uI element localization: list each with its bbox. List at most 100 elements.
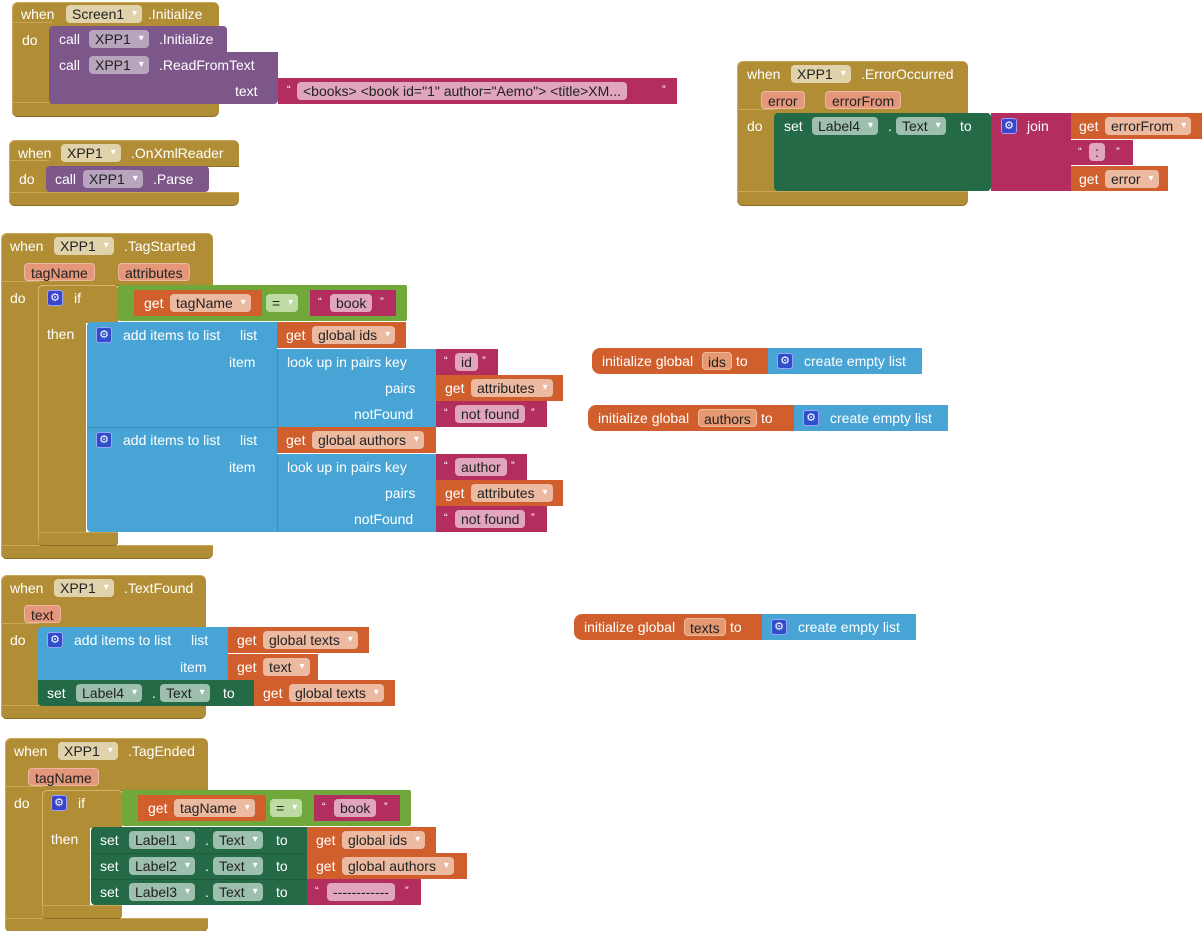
create-empty-list[interactable]: ⚙ create empty list	[768, 348, 922, 374]
compare-block[interactable]: get tagName = “ book ”	[118, 285, 407, 321]
add-items-to-list-ids[interactable]: ⚙ add items to list list item	[87, 322, 277, 427]
init-global-texts[interactable]: initialize global texts to ⚙ create empt…	[574, 614, 916, 640]
operator-dropdown[interactable]: =	[270, 799, 303, 817]
lookup-in-pairs-author[interactable]: look up in pairs key pairs notFound	[277, 454, 436, 532]
if-block[interactable]: ⚙ if then	[42, 790, 122, 918]
text-literal-xml[interactable]: “ <books> <book id="1" author="Aemo"> <t…	[278, 78, 677, 104]
variable-dropdown[interactable]: global ids	[342, 831, 426, 849]
text-field[interactable]: book	[334, 799, 377, 817]
text-literal-colon[interactable]: “ : ”	[1071, 140, 1133, 165]
component-dropdown[interactable]: XPP1	[61, 144, 121, 162]
component-dropdown[interactable]: XPP1	[89, 30, 149, 48]
component-dropdown[interactable]: Label4	[76, 684, 143, 702]
call-xpp1-parse[interactable]: call XPP1 .Parse	[46, 166, 209, 192]
get-attributes[interactable]: get attributes	[436, 375, 563, 401]
text-field[interactable]: id	[455, 353, 478, 371]
variable-dropdown[interactable]: global authors	[342, 857, 454, 875]
param-tagname[interactable]: tagName	[28, 768, 99, 786]
mutator-gear-icon[interactable]: ⚙	[777, 353, 793, 369]
text-field[interactable]: book	[330, 294, 373, 312]
mutator-gear-icon[interactable]: ⚙	[51, 795, 67, 811]
text-field[interactable]: not found	[455, 405, 526, 423]
component-dropdown[interactable]: XPP1	[791, 65, 851, 83]
if-block[interactable]: ⚙ if then	[38, 285, 118, 545]
param-tagname[interactable]: tagName	[24, 263, 95, 281]
create-empty-list[interactable]: ⚙ create empty list	[762, 614, 916, 640]
property-dropdown[interactable]: Text	[213, 857, 263, 875]
global-name-field[interactable]: ids	[702, 352, 732, 370]
param-attributes[interactable]: attributes	[118, 263, 190, 281]
add-items-to-list-authors[interactable]: ⚙ add items to list list item	[87, 427, 277, 532]
init-global-authors[interactable]: initialize global authors to ⚙ create em…	[588, 405, 948, 431]
variable-dropdown[interactable]: attributes	[471, 379, 553, 397]
mutator-gear-icon[interactable]: ⚙	[803, 410, 819, 426]
set-label4-text[interactable]: set Label4 . Text to	[774, 113, 991, 191]
create-empty-list[interactable]: ⚙ create empty list	[794, 405, 948, 431]
add-items-to-list-texts[interactable]: ⚙ add items to list list item	[38, 627, 228, 680]
variable-dropdown[interactable]: tagName	[170, 294, 251, 312]
param-text[interactable]: text	[24, 605, 61, 623]
compare-block[interactable]: get tagName = “ book ”	[122, 790, 411, 826]
property-dropdown[interactable]: Text	[896, 117, 946, 135]
text-literal-dashes[interactable]: “ ------------ ”	[307, 879, 421, 905]
property-dropdown[interactable]: Text	[213, 883, 263, 901]
call-xpp1-initialize[interactable]: call XPP1 .Initialize	[49, 26, 227, 52]
variable-dropdown[interactable]: error	[1105, 170, 1159, 188]
get-tagname[interactable]: get tagName	[134, 290, 262, 316]
text-field[interactable]: ------------	[327, 883, 395, 901]
variable-dropdown[interactable]: global texts	[289, 684, 384, 702]
text-literal-book[interactable]: “ book ”	[314, 795, 400, 821]
mutator-gear-icon[interactable]: ⚙	[771, 619, 787, 635]
event-screen1-initialize[interactable]: when Screen1 .Initialize do	[12, 2, 219, 116]
set-label2-text[interactable]: set Label2 . Text to	[91, 853, 307, 879]
component-dropdown[interactable]: Label3	[129, 883, 196, 901]
variable-dropdown[interactable]: global authors	[312, 431, 424, 449]
component-dropdown[interactable]: XPP1	[54, 579, 114, 597]
variable-dropdown[interactable]: global ids	[312, 326, 396, 344]
mutator-gear-icon[interactable]: ⚙	[96, 327, 112, 343]
variable-dropdown[interactable]: attributes	[471, 484, 553, 502]
text-literal-id[interactable]: “ id ”	[436, 349, 498, 375]
event-xpp1-tagstarted[interactable]: when XPP1 .TagStarted tagName attributes…	[1, 233, 213, 558]
component-dropdown[interactable]: XPP1	[83, 170, 143, 188]
set-label1-text[interactable]: set Label1 . Text to	[91, 827, 307, 853]
mutator-gear-icon[interactable]: ⚙	[47, 632, 63, 648]
get-error[interactable]: get error	[1071, 166, 1168, 191]
get-global-ids[interactable]: get global ids	[307, 827, 436, 853]
event-xpp1-onxmlreader[interactable]: when XPP1 .OnXmlReader do	[9, 140, 239, 205]
text-field[interactable]: not found	[455, 510, 526, 528]
variable-dropdown[interactable]: global texts	[263, 631, 358, 649]
get-global-texts[interactable]: get global texts	[254, 680, 395, 706]
variable-dropdown[interactable]: errorFrom	[1105, 117, 1192, 135]
get-global-authors[interactable]: get global authors	[277, 427, 436, 453]
set-label3-text[interactable]: set Label3 . Text to	[91, 879, 307, 905]
event-xpp1-textfound[interactable]: when XPP1 .TextFound text do	[1, 575, 206, 718]
event-xpp1-tagended[interactable]: when XPP1 .TagEnded tagName do	[5, 738, 208, 931]
component-dropdown[interactable]: Label4	[812, 117, 879, 135]
component-dropdown[interactable]: Screen1	[66, 5, 143, 23]
get-tagname[interactable]: get tagName	[138, 795, 266, 821]
global-name-field[interactable]: authors	[698, 409, 757, 427]
component-dropdown[interactable]: XPP1	[54, 237, 114, 255]
get-attributes[interactable]: get attributes	[436, 480, 563, 506]
component-dropdown[interactable]: Label2	[129, 857, 196, 875]
variable-dropdown[interactable]: text	[263, 658, 310, 676]
variable-dropdown[interactable]: tagName	[174, 799, 255, 817]
init-global-ids[interactable]: initialize global ids to ⚙ create empty …	[592, 348, 922, 374]
param-errorfrom[interactable]: errorFrom	[825, 91, 902, 109]
operator-dropdown[interactable]: =	[266, 294, 299, 312]
text-field[interactable]: author	[455, 458, 507, 476]
property-dropdown[interactable]: Text	[213, 831, 263, 849]
text-literal-not-found[interactable]: “ not found ”	[436, 401, 547, 427]
global-name-field[interactable]: texts	[684, 618, 726, 636]
param-error[interactable]: error	[761, 91, 805, 109]
lookup-in-pairs-id[interactable]: look up in pairs key pairs notFound	[277, 349, 436, 427]
get-global-ids[interactable]: get global ids	[277, 322, 406, 348]
join-block[interactable]: ⚙ join	[991, 113, 1071, 191]
text-field[interactable]: :	[1089, 143, 1105, 161]
get-global-texts[interactable]: get global texts	[228, 627, 369, 653]
get-errorfrom[interactable]: get errorFrom	[1071, 113, 1202, 139]
component-dropdown[interactable]: XPP1	[89, 56, 149, 74]
property-dropdown[interactable]: Text	[160, 684, 210, 702]
event-xpp1-erroroccurred[interactable]: when XPP1 .ErrorOccurred error errorFrom…	[737, 61, 968, 205]
